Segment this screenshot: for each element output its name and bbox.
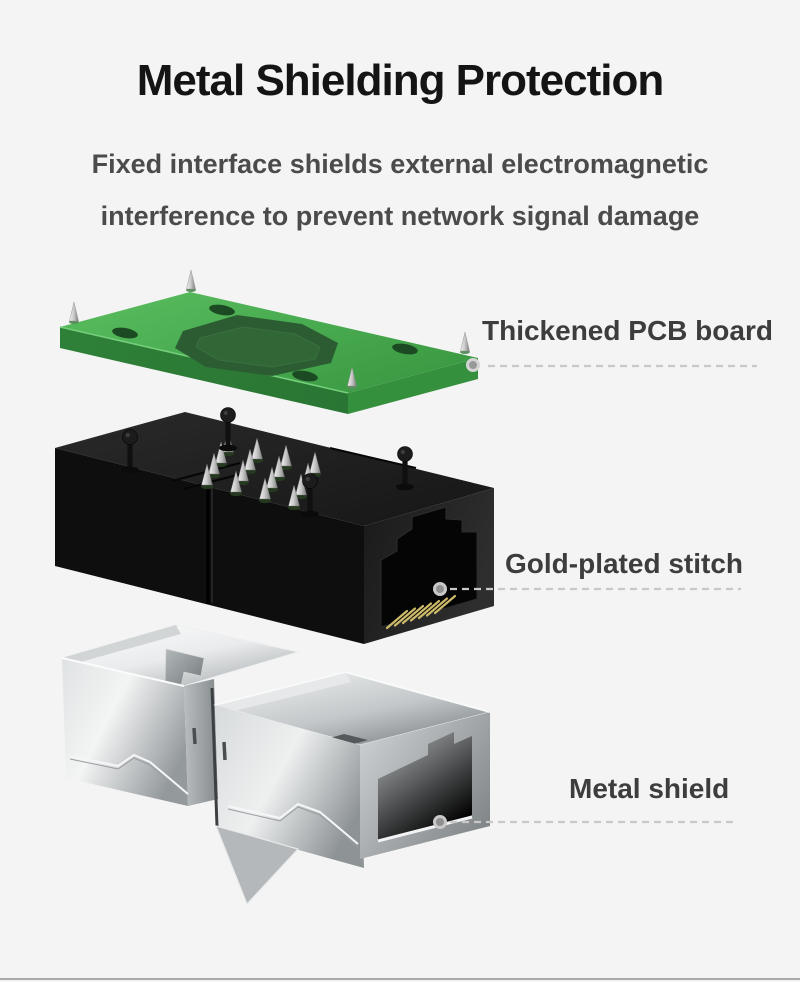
shield-right-opening xyxy=(378,732,472,841)
shield-right-bottom-wedge xyxy=(214,825,300,906)
shield-split-line xyxy=(210,687,219,827)
shield-left-crease-light xyxy=(69,753,189,795)
shield-left-rim-highlight xyxy=(61,657,185,687)
leader-lines xyxy=(433,358,757,829)
pcb-board-graphic xyxy=(59,269,478,414)
callout-label-pcb: Thickened PCB board xyxy=(482,315,773,346)
shield-left-back-wall xyxy=(62,625,181,665)
leader-dot-stitch xyxy=(433,582,447,596)
housing-top-face xyxy=(55,412,494,526)
shield-right-rim-highlight xyxy=(214,670,491,713)
leader-dot-shield xyxy=(433,815,447,829)
pcb-holes xyxy=(112,304,418,382)
leader-dot-pcb xyxy=(466,358,480,372)
page-subtitle: Fixed interface shields external electro… xyxy=(0,138,800,242)
shield-right-back-wall xyxy=(215,672,351,713)
shield-right-crease-light xyxy=(227,802,359,845)
bottom-border-line xyxy=(0,978,800,980)
shield-right-slot xyxy=(222,741,227,761)
pcb-side-left xyxy=(60,327,348,414)
shield-left-front-face xyxy=(62,658,188,806)
page-title: Metal Shielding Protection xyxy=(136,56,665,105)
subtitle-line-2: interference to prevent network signal d… xyxy=(100,201,700,231)
shield-left-slot xyxy=(192,727,197,745)
pcb-side-right xyxy=(348,358,478,414)
subtitle-line-1: Fixed interface shields external electro… xyxy=(91,149,709,179)
pcb-center-pad-inner xyxy=(195,326,321,368)
metal-shield-graphic xyxy=(60,624,492,906)
shield-left-right-sliver xyxy=(184,679,218,806)
shield-left-crease-dark xyxy=(69,757,189,798)
callout-label-stitch: Gold-plated stitch xyxy=(505,548,743,579)
connector-housing-graphic xyxy=(55,407,494,644)
gold-plated-pins xyxy=(385,594,457,630)
shield-right-front-face xyxy=(215,705,364,868)
callout-label-shield: Metal shield xyxy=(569,773,730,804)
shield-right-crease-dark xyxy=(227,806,359,848)
